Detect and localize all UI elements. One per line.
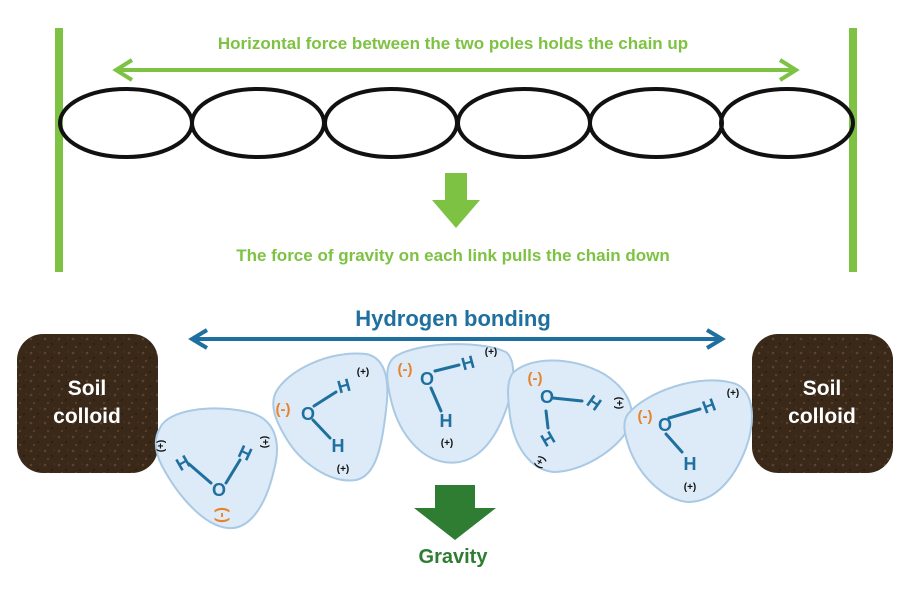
chain-link [456,87,592,159]
chain-link [588,87,724,159]
positive-charge: (+) [727,388,740,399]
oxygen-atom: O [540,387,554,407]
water-molecule-4 [507,359,633,474]
positive-charge: (+) [441,438,454,449]
colloid-label-line1: Soil [67,377,107,400]
hydrogen-atom: H [335,375,353,398]
gravity-label: Gravity [418,546,488,568]
chain-link [719,87,855,159]
water-molecule-1 [154,407,278,530]
positive-charge: (+) [156,440,167,453]
chain-gravity-arrow [432,173,480,228]
positive-charge: (+) [684,482,697,493]
chain-link [58,87,194,159]
right-colloid-label: Soil colloid [752,375,892,431]
horizontal-force-label: Horizontal force between the two poles h… [217,34,689,53]
hydrogen-atom: H [332,436,345,456]
chain-link [190,87,326,159]
negative-charge: (-) [398,361,413,378]
positive-charge: (+) [533,454,549,470]
positive-charge: (+) [485,347,498,358]
oxygen-atom: O [420,369,434,389]
negative-charge: (-) [638,408,653,425]
left-soil-colloid [17,334,158,473]
water-molecule-5 [623,379,753,504]
oxygen-atom: O [658,415,672,435]
right-pole [849,28,857,272]
water-molecule-3 [386,343,515,464]
hydrogen-atom: H [440,411,453,431]
negative-charge: (-) [528,370,543,387]
chain-link [323,87,459,159]
colloid-label-line1: Soil [802,377,842,400]
hydrogen-atom: H [459,352,477,375]
negative-charge: (-) [213,507,230,523]
negative-charge: (-) [276,401,291,418]
gravity-arrow [414,485,496,540]
water-molecule-2 [272,352,389,482]
horizontal-force-arrow [112,58,800,82]
colloid-label-line2: colloid [53,405,121,428]
positive-charge: (+) [357,367,370,378]
right-soil-colloid [752,334,893,473]
left-pole [55,28,63,272]
oxygen-atom: O [301,404,315,424]
colloid-label-line2: colloid [788,405,856,428]
positive-charge: (+) [613,397,624,410]
hydrogen-bonding-label: Hydrogen bonding [355,306,551,331]
positive-charge: (+) [259,436,270,449]
chain [58,87,855,159]
left-colloid-label: Soil colloid [17,375,157,431]
hydrogen-atom: H [684,454,697,474]
hydrogen-atom: H [699,394,718,417]
chain-gravity-label: The force of gravity on each link pulls … [236,246,670,265]
positive-charge: (+) [337,464,350,475]
hydrogen-bonding-arrow [188,328,726,350]
oxygen-atom: O [212,480,226,500]
